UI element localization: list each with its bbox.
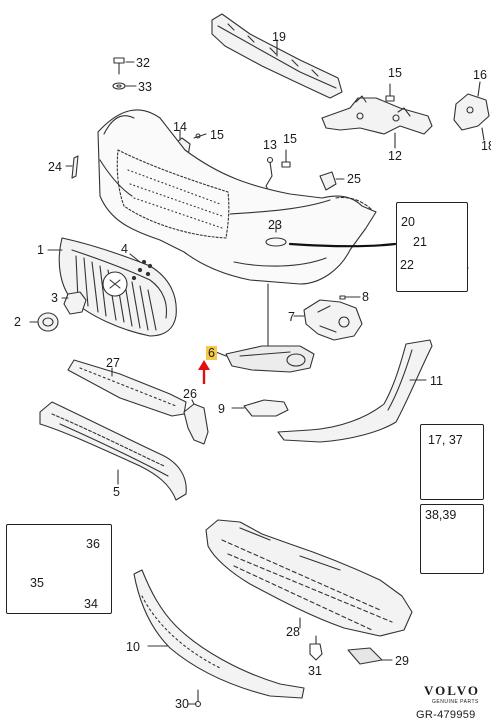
trim-part-29 bbox=[347, 647, 393, 665]
side-trim-part-11 bbox=[277, 339, 433, 443]
strip-part-27 bbox=[67, 359, 187, 417]
callout-3: 3 bbox=[51, 291, 58, 305]
brand-subtitle: GENUINE PARTS bbox=[432, 699, 479, 705]
callout-38-39: 38,39 bbox=[425, 508, 457, 522]
callout-28: 28 bbox=[286, 625, 300, 639]
clips-part-4 bbox=[131, 259, 153, 281]
callout-23: 23 bbox=[268, 218, 282, 232]
mounting-bracket-part-12 bbox=[321, 95, 433, 149]
inset-box-38-39 bbox=[420, 504, 484, 574]
bolt-part-32 bbox=[113, 57, 135, 75]
emblem-holder-part-3 bbox=[61, 291, 87, 315]
clip-part-31 bbox=[309, 635, 323, 661]
brand-logo-text: VOLVO bbox=[424, 683, 480, 698]
bracket-part-7 bbox=[293, 299, 363, 341]
callout-12: 12 bbox=[388, 149, 402, 163]
callout-27: 27 bbox=[106, 356, 120, 370]
callout-14: 14 bbox=[173, 120, 187, 134]
callout-32: 32 bbox=[136, 56, 150, 70]
callout-24: 24 bbox=[48, 160, 62, 174]
lower-spoiler-part-10 bbox=[133, 569, 305, 699]
fog-light-cover-part-6 bbox=[215, 283, 315, 373]
inset-box-20-22 bbox=[396, 202, 468, 292]
callout-1: 1 bbox=[37, 243, 44, 257]
callout-22: 22 bbox=[400, 258, 414, 272]
inset-box-34-36 bbox=[6, 524, 112, 614]
upper-crossmember-part-19 bbox=[211, 13, 343, 99]
callout-29: 29 bbox=[395, 654, 409, 668]
callout-2: 2 bbox=[14, 315, 21, 329]
reinforcement-beam-part-5 bbox=[39, 401, 187, 501]
callout-15-top: 15 bbox=[388, 66, 402, 80]
underbody-shield-part-28 bbox=[205, 519, 413, 637]
bolt-part-15-top bbox=[385, 83, 395, 102]
callout-35: 35 bbox=[30, 576, 44, 590]
emblem-part-2 bbox=[29, 312, 59, 332]
callout-16: 16 bbox=[473, 68, 487, 82]
callout-9: 9 bbox=[218, 402, 225, 416]
diagram-reference: GR-479959 bbox=[416, 709, 476, 721]
callout-13: 13 bbox=[263, 138, 277, 152]
inset-box-17-37 bbox=[420, 424, 484, 500]
bumper-cover-part-23 bbox=[97, 109, 377, 285]
callout-34: 34 bbox=[84, 597, 98, 611]
callout-21: 21 bbox=[413, 235, 427, 249]
front-grille-part-1 bbox=[47, 237, 177, 337]
washer-part-33 bbox=[112, 82, 137, 90]
callout-10: 10 bbox=[126, 640, 140, 654]
callout-19: 19 bbox=[272, 30, 286, 44]
callout-31: 31 bbox=[308, 664, 322, 678]
callout-30: 30 bbox=[175, 697, 189, 711]
callout-15-left: 15 bbox=[210, 128, 224, 142]
screw-part-15-left bbox=[193, 133, 207, 139]
screw-part-15-mid bbox=[281, 149, 291, 168]
callout-5: 5 bbox=[113, 485, 120, 499]
callout-15-mid: 15 bbox=[283, 132, 297, 146]
bracket-part-25 bbox=[319, 171, 345, 191]
screw-part-30 bbox=[187, 689, 202, 708]
callout-11: 11 bbox=[430, 374, 443, 388]
trim-part-9 bbox=[231, 399, 289, 417]
callout-18: 18 bbox=[481, 139, 491, 153]
bracket-part-26 bbox=[183, 399, 209, 445]
callout-20: 20 bbox=[401, 215, 415, 229]
clip-part-8 bbox=[339, 295, 361, 300]
callout-8: 8 bbox=[362, 290, 369, 304]
callout-36: 36 bbox=[86, 537, 100, 551]
callout-6-highlighted: 6 bbox=[206, 346, 217, 360]
callout-33: 33 bbox=[138, 80, 152, 94]
callout-17-37: 17, 37 bbox=[428, 433, 463, 447]
callout-7: 7 bbox=[288, 310, 295, 324]
bracket-part-16 bbox=[453, 81, 490, 141]
highlight-arrow bbox=[198, 360, 210, 384]
callout-25: 25 bbox=[347, 172, 361, 186]
callout-4: 4 bbox=[121, 242, 128, 256]
callout-26: 26 bbox=[183, 387, 197, 401]
trim-part-24 bbox=[65, 155, 79, 179]
